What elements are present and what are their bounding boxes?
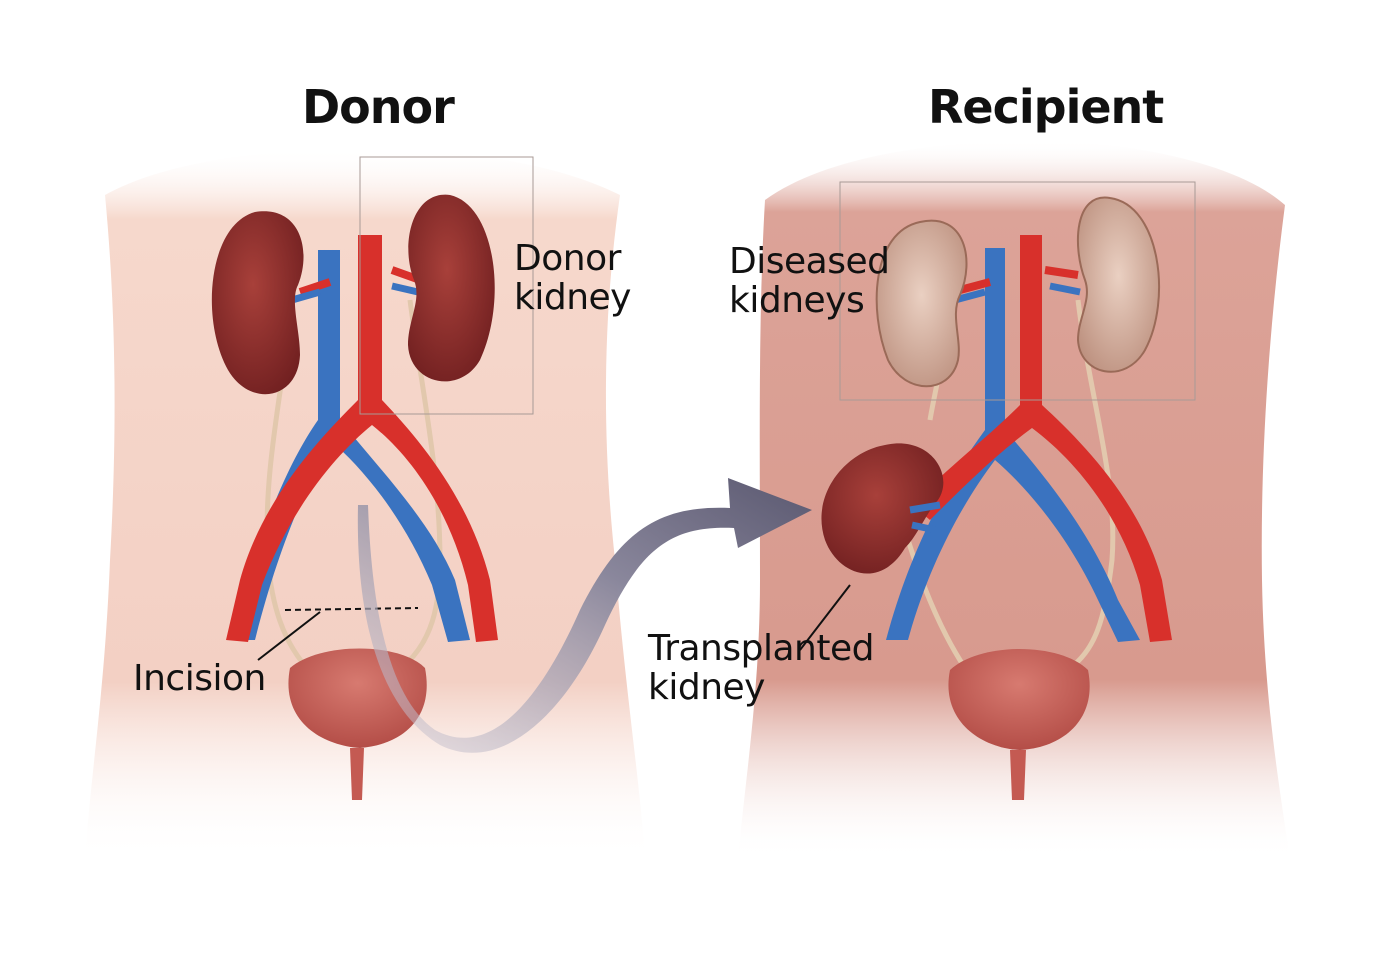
transfer-arrow-icon <box>357 478 812 753</box>
transplanted-kidney-label: Transplanted kidney <box>648 628 874 708</box>
transplant-ureter <box>902 529 968 670</box>
donor-vein <box>232 250 470 642</box>
donor-title: Donor <box>302 80 455 134</box>
donor-right-kidney <box>408 194 495 382</box>
recipient-bladder <box>948 649 1090 750</box>
recipient-right-ureter <box>1068 299 1116 671</box>
donor-anatomy <box>211 194 498 800</box>
incision-leader <box>257 611 321 661</box>
recipient-vein <box>886 248 1140 642</box>
recipient-title: Recipient <box>928 80 1164 134</box>
donor-kidney-box <box>359 156 534 415</box>
recipient-right-diseased-kidney <box>1076 196 1161 373</box>
incision-line <box>284 607 419 611</box>
transplanted-kidney <box>821 443 944 574</box>
recipient-artery <box>912 235 1172 642</box>
recipient-left-diseased-kidney <box>875 219 968 388</box>
diseased-kidneys-box <box>839 181 1196 401</box>
recipient-anatomy <box>821 196 1172 800</box>
diseased-kidneys-label: Diseased kidneys <box>729 241 890 321</box>
donor-artery <box>226 235 498 642</box>
incision-label: Incision <box>133 658 266 699</box>
donor-left-kidney <box>211 211 304 395</box>
transplanted-kidney-leader <box>799 584 851 651</box>
donor-kidney-label: Donor kidney <box>514 238 631 318</box>
